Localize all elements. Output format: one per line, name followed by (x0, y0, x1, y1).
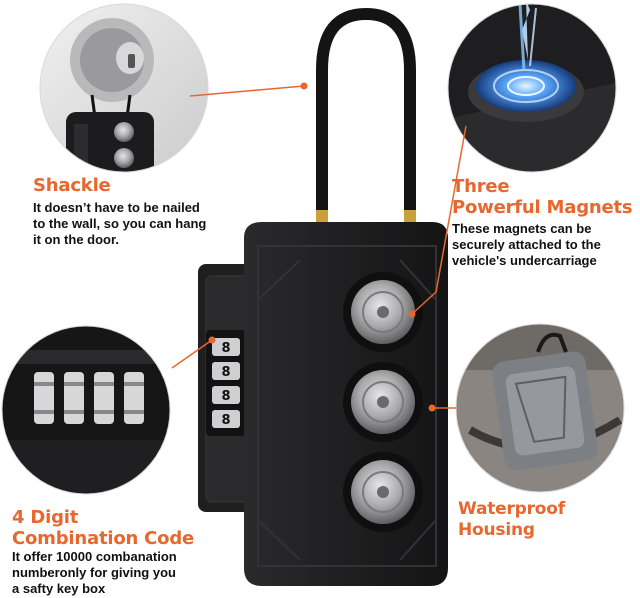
housing-title: Waterproof Housing (458, 499, 565, 540)
desc-line: It offer 10000 combanation (12, 549, 177, 564)
dial-photo (2, 326, 170, 494)
desc-line: securely attached to the (452, 237, 601, 252)
title-line: Combination Code (12, 528, 195, 549)
doorknob-photo (40, 4, 208, 172)
dial-wheels (212, 338, 240, 428)
housing-photo (456, 324, 624, 492)
magnets-desc: These magnets can be securely attached t… (452, 221, 601, 269)
desc-line: it on the door. (33, 232, 119, 247)
callout-dots (208, 82, 436, 412)
magnet-photo (448, 4, 616, 172)
shackle-desc: It doesn’t have to be nailed to the wall… (33, 200, 206, 248)
dial-digit: 8 (221, 413, 230, 428)
desc-line: a safty key box (12, 581, 106, 596)
title-line: Three (452, 176, 510, 197)
desc-line: to the wall, so you can hang (33, 216, 207, 231)
shackle-title: Shackle (33, 175, 111, 196)
magnets-title: Three Powerful Magnets (452, 176, 633, 218)
combination-title: 4 Digit Combination Code (12, 507, 194, 549)
dial-digit: 8 (221, 389, 230, 404)
callout-lines (171, 85, 467, 409)
desc-line: It doesn’t have to be nailed (33, 200, 200, 215)
desc-line: These magnets can be (452, 221, 592, 236)
desc-line: vehicle's undercarriage (452, 253, 597, 268)
desc-line: numberonly for giving you (12, 565, 176, 580)
dial-digit: 8 (221, 341, 230, 356)
combination-desc: It offer 10000 combanation numberonly fo… (12, 549, 177, 597)
title-line: 4 Digit (12, 507, 79, 528)
title-line: Powerful Magnets (452, 197, 633, 218)
dial-digit: 8 (221, 365, 230, 380)
key-box-product (198, 7, 448, 586)
